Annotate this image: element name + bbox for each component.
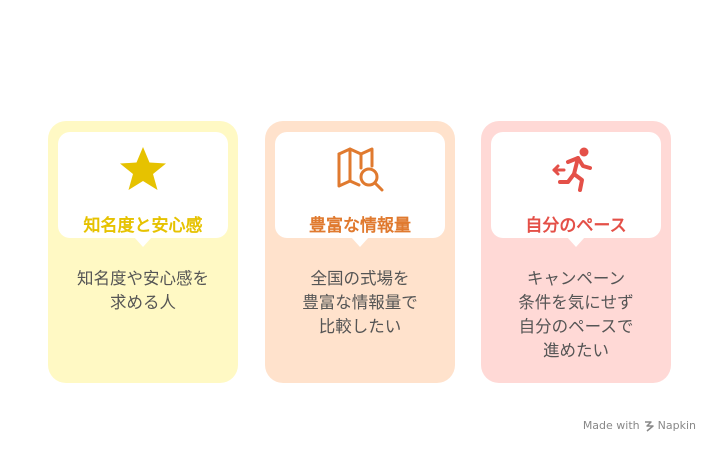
made-with-label: Made with — [582, 419, 640, 432]
card-description: 知名度や安心感を 求める人 — [77, 269, 209, 312]
card-fame-security: 知名度と安心感 知名度や安心感を 求める人 — [48, 121, 238, 383]
card-header-bubble: 知名度と安心感 — [58, 132, 228, 247]
card-own-pace: 自分のペース キャンペーン 条件を気にせず 自分のペースで 進めたい — [481, 121, 671, 383]
card-header-bubble: 自分のペース — [491, 132, 661, 247]
napkin-logo-icon — [644, 420, 654, 432]
card-description: キャンペーン 条件を気にせず 自分のペースで 進めたい — [518, 269, 634, 360]
running-person-icon — [550, 144, 602, 196]
card-header-bubble: 豊富な情報量 — [275, 132, 445, 247]
napkin-credit: Made with Napkin — [583, 419, 696, 432]
map-search-icon — [334, 144, 386, 196]
card-title: 自分のペース — [525, 216, 627, 236]
napkin-brand: Napkin — [657, 419, 696, 432]
card-title: 豊富な情報量 — [309, 216, 411, 236]
card-description: 全国の式場を 豊富な情報量で 比較したい — [302, 269, 418, 336]
star-icon — [117, 144, 169, 196]
card-rich-information: 豊富な情報量 全国の式場を 豊富な情報量で 比較したい — [265, 121, 455, 383]
card-title: 知名度と安心感 — [83, 216, 203, 236]
